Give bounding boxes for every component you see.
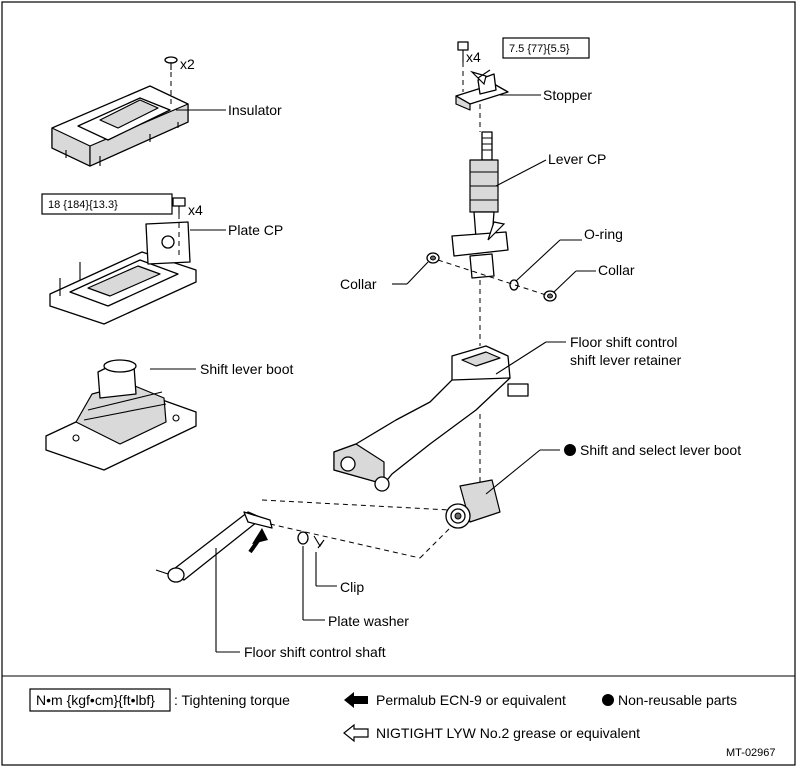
plate-washer-label: Plate washer (328, 613, 409, 629)
select-boot-label: Shift and select lever boot (580, 442, 741, 458)
collar-right-part (543, 290, 557, 302)
legend-permalub-arrow-icon (344, 692, 368, 708)
insulator-label: Insulator (228, 102, 282, 118)
clip-part (313, 535, 325, 549)
collar-left-part (426, 252, 440, 264)
o-ring-part (509, 279, 519, 291)
nigtight-arrow-lever (487, 221, 506, 241)
shaft-part (155, 511, 273, 583)
stopper-bolt-qty: x4 (466, 49, 481, 65)
plate-washer-part (297, 531, 309, 545)
permalub-arrow-shaft (248, 528, 268, 554)
insulator-clip-qty: x2 (180, 56, 195, 72)
legend-unit-text: : Tightening torque (174, 692, 290, 708)
torque-box-stopper (502, 37, 590, 59)
select-boot-part (445, 479, 501, 529)
stopper-label: Stopper (543, 87, 592, 103)
plate-cp-part (49, 221, 197, 325)
lever-cp-label: Lever CP (548, 151, 606, 167)
lever-cp-part (451, 131, 509, 279)
clip-label: Clip (340, 579, 364, 595)
shift-lever-boot-part (45, 359, 197, 471)
collar-left-label: Collar (340, 276, 377, 292)
retainer-leader (495, 341, 547, 375)
legend-nigtight-arrow-icon (343, 723, 369, 743)
torque-stopper: 7.5 {77}{5.5} (509, 43, 570, 55)
legend-non-reusable: Non-reusable parts (618, 692, 737, 708)
plate-cp-bolt-qty: x4 (188, 202, 203, 218)
insulator-part (51, 85, 189, 167)
nigtight-arrow-stopper (469, 69, 491, 86)
retainer-label-2: shift lever retainer (570, 352, 682, 368)
plate-cp-label: Plate CP (228, 222, 283, 238)
non-reusable-mark-select-boot (564, 444, 576, 456)
insulator-clip (164, 56, 178, 70)
legend-permalub: Permalub ECN-9 or equivalent (376, 692, 566, 708)
o-ring-label: O-ring (584, 226, 623, 242)
shaft-label: Floor shift control shaft (244, 644, 386, 660)
torque-box-plate-cp (41, 193, 173, 215)
legend-unit-box-text: N•m {kgf•cm}{ft•lbf} (36, 692, 155, 708)
retainer-label-1: Floor shift control (570, 334, 677, 350)
shift-lever-boot-label: Shift lever boot (200, 361, 293, 377)
stopper-bolt (457, 41, 469, 62)
retainer-part (333, 345, 529, 492)
o-ring-leader (515, 239, 561, 282)
legend-unit-box (29, 688, 171, 712)
figure-id: MT-02967 (726, 747, 776, 759)
torque-plate-cp: 18 {184}{13.3} (48, 199, 118, 211)
collar-right-leader (553, 270, 577, 293)
lever-cp-leader (495, 159, 547, 187)
collar-right-label: Collar (598, 262, 635, 278)
legend-nigtight: NIGTIGHT LYW No.2 grease or equivalent (376, 725, 640, 741)
select-boot-leader (485, 449, 541, 495)
plate-cp-bolt (172, 197, 186, 214)
legend-non-reusable-icon (602, 694, 614, 706)
